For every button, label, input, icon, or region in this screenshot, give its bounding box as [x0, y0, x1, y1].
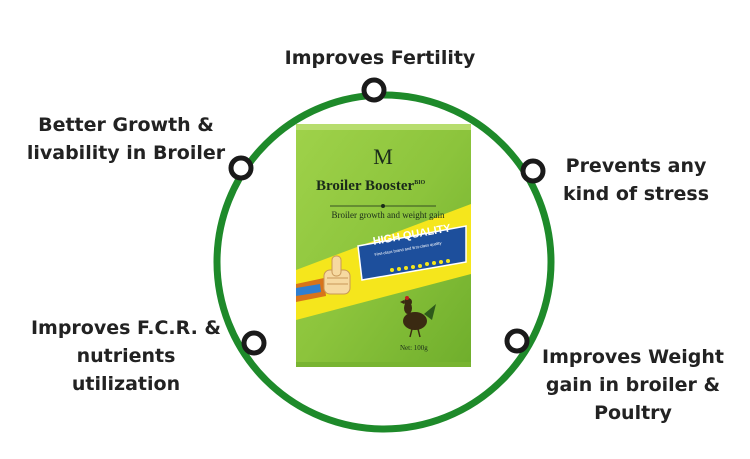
benefit-upper-right: Prevents any kind of stress: [560, 152, 712, 208]
benefit-lower-left: Improves F.C.R. & nutrients utilization: [20, 314, 232, 398]
net-weight: Net: 100g: [400, 344, 428, 352]
product-name-sup: BIO: [414, 180, 426, 186]
benefit-top-text: Improves Fertility: [284, 47, 476, 69]
benefit-upper-right-text: Prevents any kind of stress: [562, 155, 710, 205]
node-lower-right-dot: [504, 328, 530, 354]
rating-stars: [390, 259, 450, 272]
node-top-dot: [361, 77, 387, 103]
benefit-upper-left-text: Better Growth & livability in Broiler: [26, 114, 226, 164]
packet-seal-bottom: [296, 362, 471, 367]
quality-badge: [357, 225, 467, 281]
benefit-lower-right-text: Improves Weight gain in broiler & Poultr…: [542, 346, 724, 424]
product-name-text: Broiler Booster: [316, 178, 415, 194]
benefit-lower-right: Improves Weight gain in broiler & Poultr…: [533, 343, 733, 427]
thumbs-up-icon: [323, 255, 351, 295]
rooster-icon: [400, 296, 436, 338]
product-packet: M Broiler BoosterBIO Broiler growth and …: [296, 124, 471, 367]
node-upper-right-dot: [520, 158, 546, 184]
packet-artwork: [296, 124, 471, 367]
product-name: Broiler BoosterBIO: [316, 178, 466, 195]
node-upper-left-dot: [228, 155, 254, 181]
packet-seal-top: [296, 124, 471, 130]
product-tagline: Broiler growth and weight gain: [331, 210, 445, 220]
benefit-top: Improves Fertility: [280, 44, 480, 72]
node-lower-left-dot: [241, 330, 267, 356]
brand-logo: M: [373, 144, 393, 169]
benefit-lower-left-text: Improves F.C.R. & nutrients utilization: [30, 317, 222, 395]
benefit-upper-left: Better Growth & livability in Broiler: [14, 111, 238, 167]
cuff-shape: [296, 284, 321, 296]
